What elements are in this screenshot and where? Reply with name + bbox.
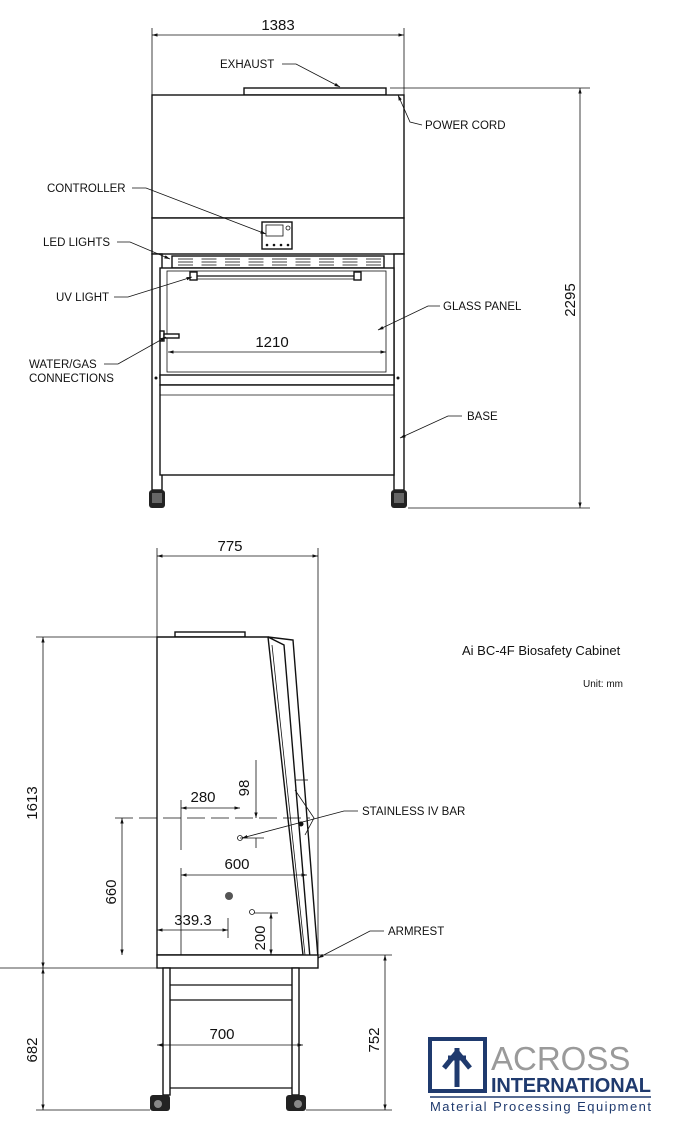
logo-tagline: Material Processing Equipment xyxy=(430,1099,651,1114)
label-led-lights: LED LIGHTS xyxy=(43,237,110,249)
side-valve xyxy=(249,909,278,915)
glass-panel xyxy=(166,270,387,373)
dim-280: 280 xyxy=(190,789,215,806)
dim-600: 600 xyxy=(224,856,249,873)
label-iv-bar: STAINLESS IV BAR xyxy=(362,806,465,818)
right-post xyxy=(393,253,405,491)
logo-name-across: ACROSS xyxy=(491,1040,630,1077)
label-uv-light: UV LIGHT xyxy=(56,292,109,304)
caster-right xyxy=(391,490,407,508)
label-water-gas-2: CONNECTIONS xyxy=(29,373,114,385)
cabinet-side-body xyxy=(156,636,304,956)
unit-note: Unit: mm xyxy=(583,679,623,690)
label-exhaust: EXHAUST xyxy=(220,59,274,71)
exhaust-plate-side xyxy=(174,631,246,638)
dim-200: 200 xyxy=(252,925,269,950)
exhaust-plate xyxy=(243,87,387,96)
dim-339-3: 339.3 xyxy=(174,912,212,929)
cabinet-upper-body xyxy=(151,94,405,219)
dim-height-2295: 2295 xyxy=(562,283,579,316)
dim-depth-775: 775 xyxy=(217,538,242,555)
iv-bar-bracket xyxy=(294,789,315,836)
side-port xyxy=(225,892,233,900)
front-view: 1383 2295 1210 EXHAUST POWER CORD CONTRO… xyxy=(29,17,590,509)
controller-panel xyxy=(261,221,293,250)
label-armrest: ARMREST xyxy=(388,926,444,938)
side-view: 775 1613 682 752 700 660 280 98 600 339.… xyxy=(0,538,465,1111)
logo-name-international: INTERNATIONAL xyxy=(491,1075,651,1097)
dim-stand-700: 700 xyxy=(209,1026,234,1043)
dim-cabinet-1613: 1613 xyxy=(24,786,41,819)
label-controller: CONTROLLER xyxy=(47,183,126,195)
base-panel xyxy=(159,384,395,476)
caster-side-left xyxy=(150,1095,170,1111)
dim-work-height-752: 752 xyxy=(366,1027,383,1052)
dim-98: 98 xyxy=(236,780,253,797)
drawing-title: Ai BC-4F Biosafety Cabinet xyxy=(462,643,621,658)
window-frame xyxy=(159,267,395,379)
work-surface-rail xyxy=(159,374,395,386)
label-power-cord: POWER CORD xyxy=(425,120,506,132)
led-lights-strip xyxy=(171,255,385,269)
label-base: BASE xyxy=(467,411,498,423)
label-glass-panel: GLASS PANEL xyxy=(443,301,522,313)
dim-work-width-1210: 1210 xyxy=(255,334,288,351)
uv-light-tube xyxy=(189,271,362,281)
dim-iv-660: 660 xyxy=(103,879,120,904)
caster-left xyxy=(149,490,165,508)
caster-side-right xyxy=(286,1095,306,1111)
dim-stand-682: 682 xyxy=(24,1037,41,1062)
dim-width-1383: 1383 xyxy=(261,17,294,34)
label-water-gas-1: WATER/GAS xyxy=(29,359,97,371)
work-surface-side xyxy=(156,954,319,969)
across-international-logo: ACROSS INTERNATIONAL Material Processing… xyxy=(428,1037,651,1114)
